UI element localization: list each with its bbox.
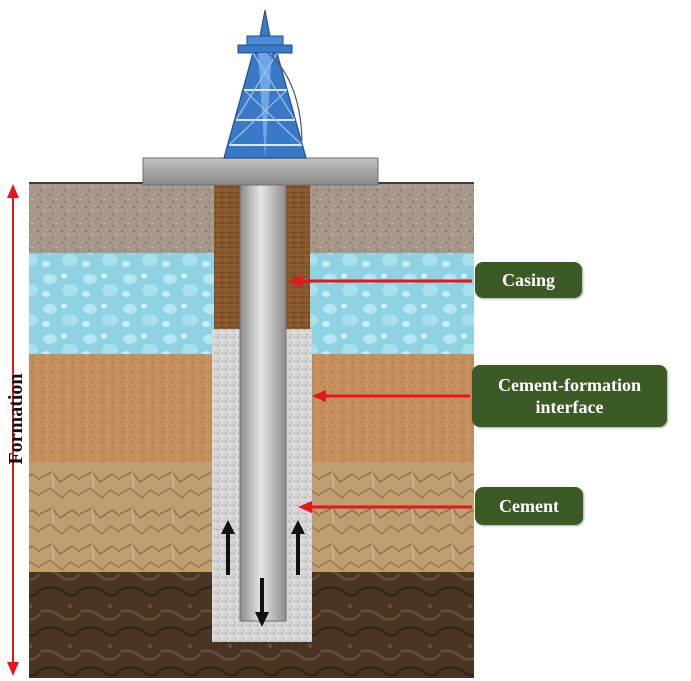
interface-pointer-arrow [312,390,470,402]
cement-label: Cement [475,487,583,525]
flow-up-arrow-right [291,520,305,575]
formation-dimension-arrow [7,184,19,676]
cement-pointer-arrow [298,501,472,513]
casing-label-text: Casing [501,270,555,290]
cement-formation-interface-label: Cement-formation interface [472,365,667,427]
flow-down-arrow [255,578,269,627]
casing-pointer-arrow [288,275,472,287]
callout-pointers [288,275,472,513]
casing-label: Casing [475,262,582,298]
derrick-icon [223,9,307,159]
interface-label-line1: Cement-formation [498,375,641,395]
casing [239,182,287,622]
wellbore [212,182,312,642]
formation-label: Formation [5,373,27,465]
interface-label-line2: interface [535,397,604,417]
flow-up-arrow-left [221,520,235,575]
cement-label-text: Cement [499,496,559,516]
surface-platform [142,157,379,186]
